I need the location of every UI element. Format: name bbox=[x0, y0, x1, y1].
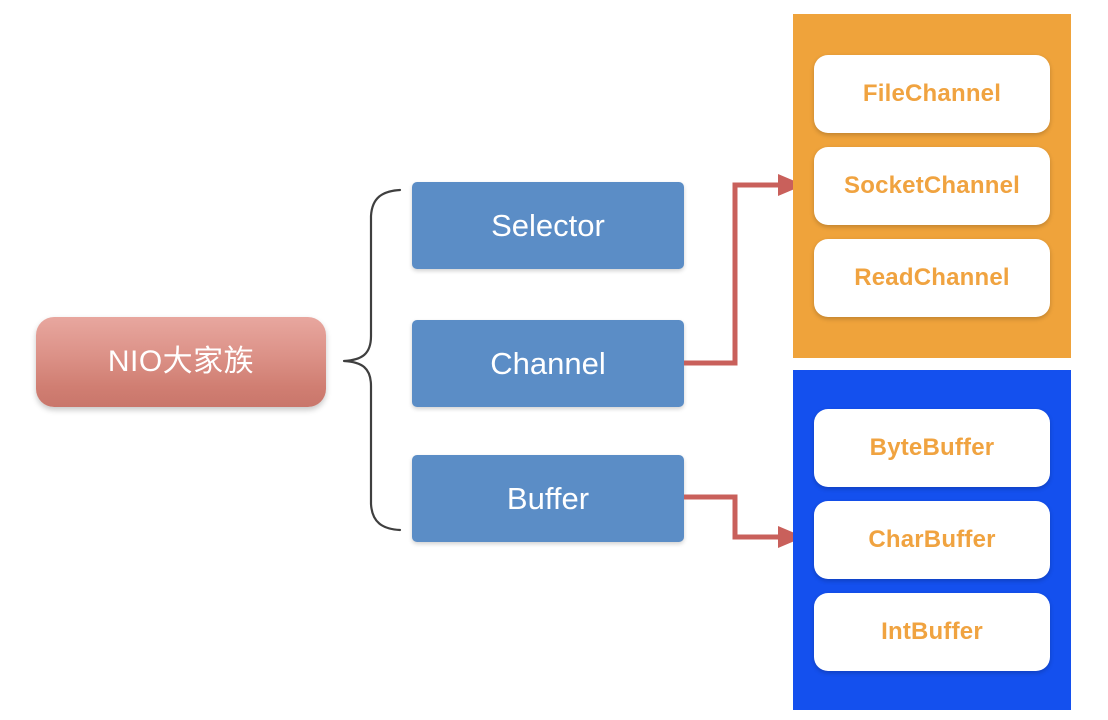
chip-char-buffer[interactable]: CharBuffer bbox=[814, 501, 1050, 579]
root-node-label: NIO大家族 bbox=[107, 345, 255, 378]
root-node-nio-family[interactable]: NIO大家族 bbox=[36, 317, 326, 407]
group-panel-channel-implementations: FileChannel SocketChannel ReadChannel bbox=[793, 14, 1071, 358]
chip-label: CharBuffer bbox=[868, 526, 996, 553]
chip-label: ReadChannel bbox=[854, 264, 1010, 291]
chip-socket-channel[interactable]: SocketChannel bbox=[814, 147, 1050, 225]
chip-label: FileChannel bbox=[862, 80, 1002, 107]
brace-icon bbox=[342, 188, 402, 532]
branch-box-label: Selector bbox=[491, 208, 605, 243]
chip-label: ByteBuffer bbox=[869, 434, 995, 461]
buffer-to-buffer-group-arrow bbox=[684, 494, 804, 548]
chip-byte-buffer[interactable]: ByteBuffer bbox=[814, 409, 1050, 487]
chip-label: IntBuffer bbox=[881, 618, 983, 645]
branch-box-label: Channel bbox=[490, 346, 606, 381]
brace-connector bbox=[338, 186, 416, 534]
channel-to-channel-group-arrow bbox=[684, 173, 804, 366]
branch-box-label: Buffer bbox=[506, 481, 590, 516]
branch-box-channel[interactable]: Channel bbox=[412, 320, 684, 407]
branch-box-selector[interactable]: Selector bbox=[412, 182, 684, 269]
group-panel-buffer-implementations: ByteBuffer CharBuffer IntBuffer bbox=[793, 370, 1071, 710]
chip-label: SocketChannel bbox=[844, 172, 1020, 199]
chip-read-channel[interactable]: ReadChannel bbox=[814, 239, 1050, 317]
branch-box-buffer[interactable]: Buffer bbox=[412, 455, 684, 542]
chip-file-channel[interactable]: FileChannel bbox=[814, 55, 1050, 133]
chip-int-buffer[interactable]: IntBuffer bbox=[814, 593, 1050, 671]
